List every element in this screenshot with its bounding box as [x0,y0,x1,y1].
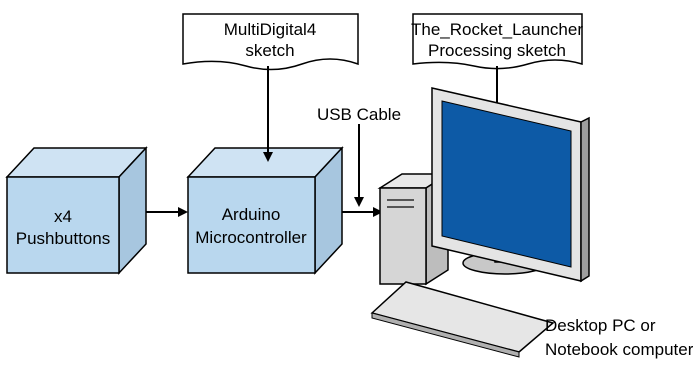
arduino-line2: Microcontroller [195,228,307,247]
arduino-box-front [187,176,316,274]
pushbuttons-line2: Pushbuttons [16,229,111,248]
monitor-screen [441,100,572,268]
computer-label-line1: Desktop PC or [545,316,656,335]
rocket-launcher-note-line1: The_Rocket_Launcher [411,20,583,39]
desktop-computer [370,87,590,358]
rocket-launcher-note: The_Rocket_Launcher Processing sketch [411,13,583,70]
arduino-box: Arduino Microcontroller [186,146,344,275]
tower-front [379,187,427,285]
arduino-line1: Arduino [222,205,281,224]
multidigital-note-shape [182,13,359,71]
pushbuttons-line1: x4 [54,207,72,226]
multidigital-note-line2: sketch [245,41,294,60]
computer-label-line2: Notebook computer [545,340,693,359]
multidigital-note-line1: MultiDigital4 [224,20,317,39]
rocket-launcher-note-line2: Processing sketch [428,41,566,60]
pushbuttons-box-front [6,176,120,274]
usb-cable-label: USB Cable [317,105,401,124]
rocket-launcher-note-shape [412,13,583,70]
multidigital-note: MultiDigital4 sketch [182,13,359,71]
keyboard-edge [371,312,520,358]
monitor-edge [580,116,590,283]
pushbuttons-box: x4 Pushbuttons [5,146,148,275]
